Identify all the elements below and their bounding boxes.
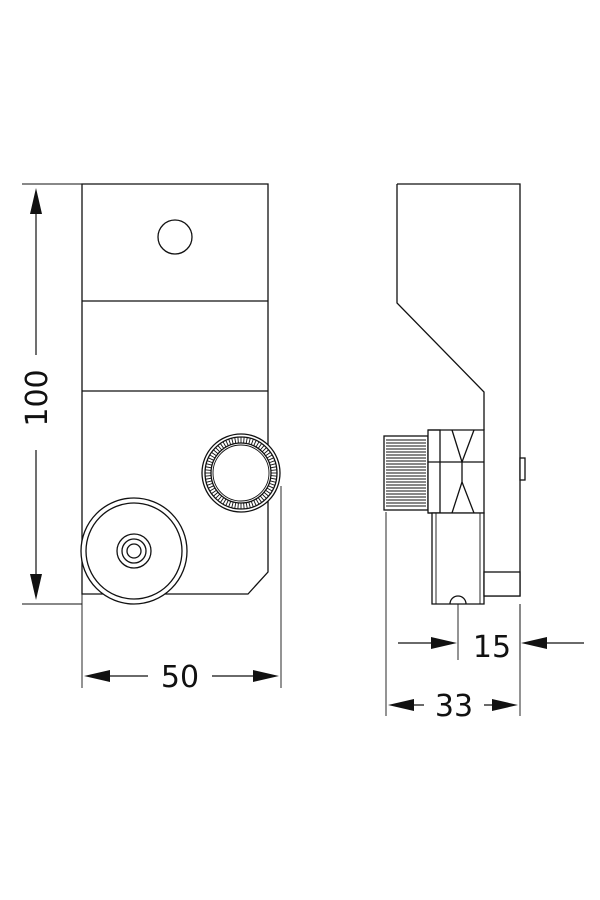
front-view bbox=[80, 183, 281, 605]
axle-side bbox=[483, 571, 521, 597]
dimension-height: 100 bbox=[20, 183, 82, 605]
dimension-width: 50 bbox=[81, 486, 282, 695]
knurled-knob-side bbox=[383, 435, 429, 511]
front-body-outline bbox=[81, 183, 269, 595]
dimension-width-label: 50 bbox=[161, 660, 199, 695]
pulley-collar-side bbox=[427, 429, 485, 514]
side-view bbox=[383, 183, 526, 605]
mounting-hole bbox=[157, 219, 193, 255]
dimension-depth-label: 33 bbox=[435, 689, 473, 724]
dimension-depth: 33 bbox=[385, 512, 521, 724]
wheel-side bbox=[431, 512, 485, 605]
wheel-front bbox=[80, 497, 188, 605]
dimension-height-label: 100 bbox=[20, 369, 55, 426]
knurled-knob-front bbox=[201, 433, 281, 513]
dimension-offset-label: 15 bbox=[473, 630, 511, 665]
side-stud bbox=[519, 457, 526, 481]
dimension-offset: 15 bbox=[398, 604, 584, 665]
